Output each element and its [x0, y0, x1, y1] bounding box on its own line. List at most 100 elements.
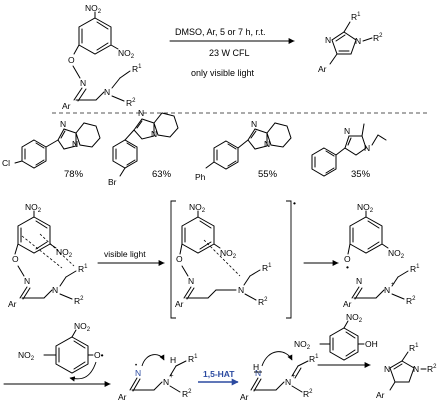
cation-charge: +: [170, 374, 174, 380]
cation-charge: +: [292, 374, 296, 380]
yield-4: 35%: [351, 169, 371, 180]
imidazoline-product: N N R1 R2 Ar: [376, 343, 437, 400]
starting-oxime-ester: NO2 NO2 O N Ar N R1 R2: [62, 3, 142, 111]
r1-label: R1: [410, 264, 420, 274]
nitrogen-atom: N: [151, 129, 157, 139]
nitrogen-atom: N: [364, 143, 370, 153]
yield-1: 78%: [64, 169, 84, 180]
r1-label: R1: [188, 354, 198, 364]
r2-label: R2: [406, 296, 416, 306]
nitrogen-atom: N: [384, 285, 390, 295]
mech-reactant: NO2 NO2 O N Ar N R1 R2: [8, 202, 88, 309]
iminium-radical: N H Ar N + R1 R2: [240, 351, 319, 402]
nitro-group-label: NO2: [189, 202, 206, 214]
r2-label: R2: [303, 389, 313, 399]
aryl-label: Ar: [318, 64, 327, 74]
nitrogen-atom: N: [384, 364, 390, 374]
visible-light-label: visible light: [104, 249, 146, 259]
oxygen-atom: O: [176, 254, 183, 264]
aminyl-nitrogen: N: [255, 368, 261, 378]
nitrogen-atom: N: [163, 377, 169, 387]
scope-product-4: N N 35%: [311, 123, 387, 180]
nitro-group-label: NO2: [220, 248, 237, 260]
hat-transfer: 1,5-HAT: [198, 369, 239, 386]
hydroxyl-label: OH: [365, 339, 378, 349]
nitrogen-atom: N: [60, 119, 66, 129]
r1-label: R1: [309, 354, 319, 364]
imine-nitrogen: N: [135, 368, 141, 378]
r2-label: R2: [373, 33, 383, 43]
nitro-group-label: NO2: [18, 350, 35, 362]
scope-product-1: Cl N N 78%: [2, 119, 101, 180]
r1-label: R1: [409, 343, 419, 353]
nitrogen-atom: N: [188, 276, 194, 286]
aryl-label: Ar: [343, 299, 352, 309]
nitrogen-atom: N: [72, 139, 78, 149]
nitrogen-atom: N: [238, 285, 244, 295]
r1-label: R1: [132, 64, 142, 74]
nitrogen-atom: N: [355, 36, 361, 46]
aryl-label: Ar: [118, 392, 127, 402]
phenyl-label: Ph: [195, 172, 206, 182]
aryl-label: Ar: [8, 299, 17, 309]
conditions-line-1: DMSO, Ar, 5 or 7 h, r.t.: [175, 27, 266, 37]
aryl-label: Ar: [240, 392, 249, 402]
hydrogen-atom: H: [170, 355, 176, 365]
scope-product-3: Ph N N 55%: [195, 119, 292, 182]
r1-label: R1: [78, 264, 88, 274]
nitro-group-label: NO2: [346, 312, 363, 324]
visible-light-step: visible light: [97, 249, 165, 266]
nitro-group-label: NO2: [85, 3, 102, 15]
hydrogen-atom: H: [253, 362, 259, 372]
nitro-group-label: NO2: [25, 202, 42, 214]
hat-label: 1,5-HAT: [203, 369, 235, 379]
nitro-group-label: NO2: [74, 321, 91, 333]
nitrogen-atom: N: [138, 108, 144, 118]
r2-label: R2: [74, 296, 84, 306]
radical-dot: •: [135, 363, 137, 369]
phenoxyl-radical: NO2 NO2 O•: [18, 321, 104, 382]
oxygen-atom: O: [344, 254, 351, 264]
aryl-label: Ar: [376, 390, 385, 400]
nitro-group-label: NO2: [388, 248, 405, 260]
aminyl-radical-cation: N • Ar N + H R1 R2: [118, 354, 198, 402]
conditions-line-2: 23 W CFL: [209, 48, 250, 58]
scope-product-2: Br N N 63%: [108, 108, 179, 187]
r2-label: R2: [258, 297, 268, 307]
r2-label: R2: [427, 364, 437, 374]
nitrogen-atom: N: [251, 119, 257, 129]
yield-3: 55%: [258, 169, 278, 180]
radical-dot: •: [346, 262, 349, 272]
nitrogen-atom: N: [413, 364, 419, 374]
bromo-label: Br: [108, 177, 117, 187]
chloro-label: Cl: [2, 158, 10, 168]
product-imidazole: R1 N N R2 Ar: [318, 12, 383, 74]
nitro-group-label: NO2: [56, 247, 73, 259]
nitro-group-label: NO2: [118, 48, 135, 60]
conditions-line-3: only visible light: [191, 68, 255, 78]
r1-label: R1: [262, 263, 272, 273]
aryl-label: Ar: [62, 101, 71, 111]
aryl-label: Ar: [175, 299, 184, 309]
reaction-conditions: DMSO, Ar, 5 or 7 h, r.t. 23 W CFL only v…: [169, 27, 295, 78]
r1-label: R1: [351, 12, 361, 22]
oxygen-atom: O: [68, 55, 75, 65]
yield-2: 63%: [152, 169, 172, 180]
r2-label: R2: [182, 389, 192, 399]
excited-state-bracket: • NO2 NO2 O N Ar N R1 R2: [170, 198, 296, 319]
oxygen-atom: O: [12, 254, 19, 264]
nitrogen-atom: N: [356, 276, 362, 286]
excited-state-mark: •: [293, 198, 296, 208]
nitrogen-atom: N: [80, 78, 86, 88]
nitrogen-atom: N: [104, 87, 110, 97]
phenoxyl-oxygen: O•: [94, 350, 104, 360]
radical-pair: NO2 NO2 O • N Ar N + R1 R2: [343, 202, 420, 309]
nitrogen-atom: N: [24, 276, 30, 286]
nitrogen-atom: N: [344, 126, 350, 136]
nitrogen-atom: N: [52, 285, 58, 295]
nitro-group-label: NO2: [357, 202, 374, 214]
phenol-byproduct: NO2 NO2 OH: [294, 312, 378, 361]
nitro-group-label: NO2: [294, 339, 311, 351]
nitrogen-atom: N: [285, 377, 291, 387]
